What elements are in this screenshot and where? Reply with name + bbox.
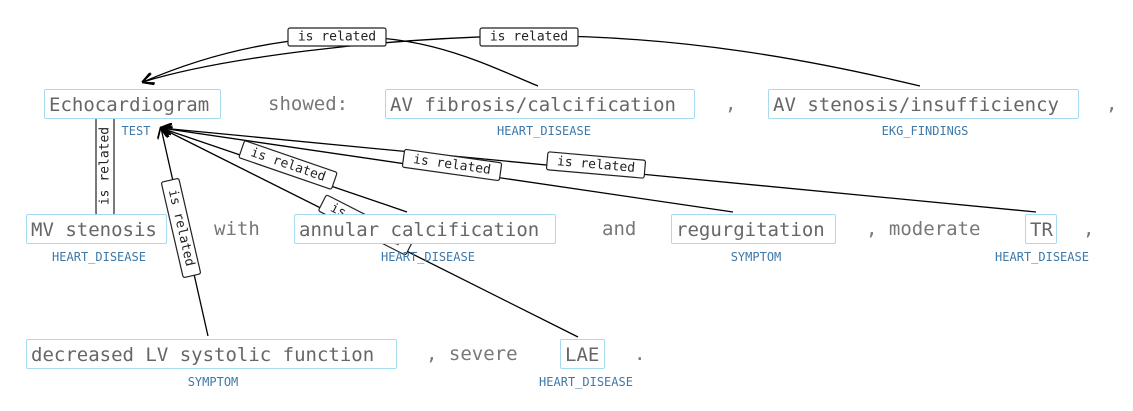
relation-label-mvsten: is related: [95, 116, 115, 216]
token-and: and: [602, 218, 637, 240]
entity-label-annular-calcification: HEART_DISEASE: [381, 250, 475, 264]
token-showed: showed:: [268, 93, 349, 115]
svg-text:is related: is related: [298, 30, 376, 45]
entity-lae[interactable]: LAE: [560, 339, 605, 369]
entity-annular-calcification[interactable]: annular calcification: [294, 214, 556, 244]
relation-label-avfib: is related: [287, 27, 387, 47]
relation-label-regurg: is related: [401, 148, 503, 182]
entity-label-decreased-lv: SYMPTOM: [187, 375, 239, 389]
entity-mv-stenosis[interactable]: MV stenosis: [26, 214, 167, 244]
entity-label-mv-stenosis: HEART_DISEASE: [52, 250, 146, 264]
entity-label-echocardiogram: TEST: [121, 124, 151, 138]
entity-av-fibrosis[interactable]: AV fibrosis/calcification: [385, 89, 695, 119]
entity-av-stenosis[interactable]: AV stenosis/insufficiency: [768, 89, 1079, 119]
entity-tr[interactable]: TR: [1025, 214, 1057, 244]
token-period: .: [634, 343, 646, 365]
token-severe: , severe: [426, 343, 518, 365]
entity-label-tr: HEART_DISEASE: [995, 250, 1089, 264]
entity-regurgitation[interactable]: regurgitation: [671, 214, 836, 244]
relation-label-tr: is related: [545, 151, 647, 179]
entity-label-av-fibrosis: HEART_DISEASE: [497, 124, 591, 138]
token-comma-2: ,: [1106, 93, 1118, 115]
svg-text:is related: is related: [556, 154, 635, 176]
relation-label-declv: is related: [161, 178, 201, 278]
token-moderate: , moderate: [866, 218, 981, 240]
entity-echocardiogram[interactable]: Echocardiogram: [44, 89, 221, 119]
relation-label-annular: is related: [238, 140, 338, 190]
entity-label-lae: HEART_DISEASE: [539, 375, 633, 389]
token-comma-3: ,: [1083, 218, 1095, 240]
relation-label-avsten: is related: [479, 27, 579, 47]
svg-text:is related: is related: [490, 30, 568, 45]
svg-text:is related: is related: [98, 127, 113, 205]
entity-label-av-stenosis: EKG_FINDINGS: [881, 124, 969, 138]
svg-text:is related: is related: [165, 188, 197, 268]
entity-decreased-lv[interactable]: decreased LV systolic function: [26, 339, 397, 369]
token-comma-1: ,: [725, 93, 737, 115]
entity-label-regurgitation: SYMPTOM: [730, 250, 782, 264]
token-with: with: [214, 218, 260, 240]
